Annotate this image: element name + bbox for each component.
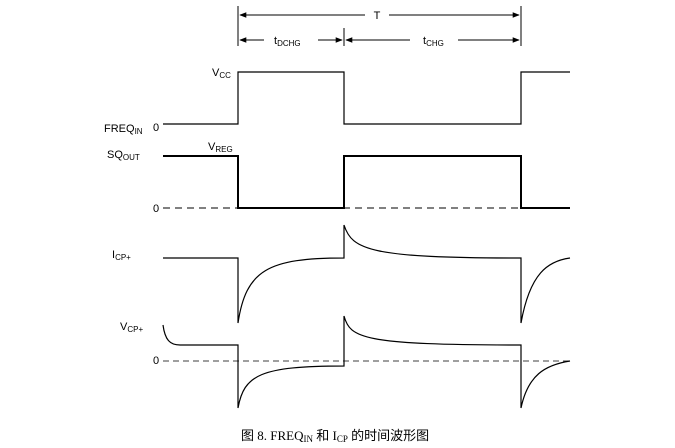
sq-out-zero-label: 0: [153, 203, 159, 215]
freq-in-zero-label: 0: [153, 122, 159, 134]
vreg-label: VREG: [208, 141, 233, 154]
freq-in-label: FREQIN: [104, 123, 143, 136]
sq-out-label: SQOUT: [107, 149, 140, 162]
icp-label: ICP+: [112, 249, 131, 262]
chg-label: tCHG: [423, 35, 444, 48]
period-label: T: [374, 10, 381, 22]
figure-caption: 图 8. FREQIN 和 ICP 的时间波形图: [241, 428, 429, 444]
vcc-label: VCC: [212, 67, 231, 80]
sq-out-waveform: [163, 155, 570, 209]
dchg-label: tDCHG: [274, 35, 301, 48]
icp-waveform: [163, 224, 571, 324]
vcp-waveform: [162, 315, 571, 409]
vcp-zero-label: 0: [153, 355, 159, 367]
vcp-label: VCP+: [120, 321, 143, 334]
freq-in-waveform: [163, 71, 570, 125]
